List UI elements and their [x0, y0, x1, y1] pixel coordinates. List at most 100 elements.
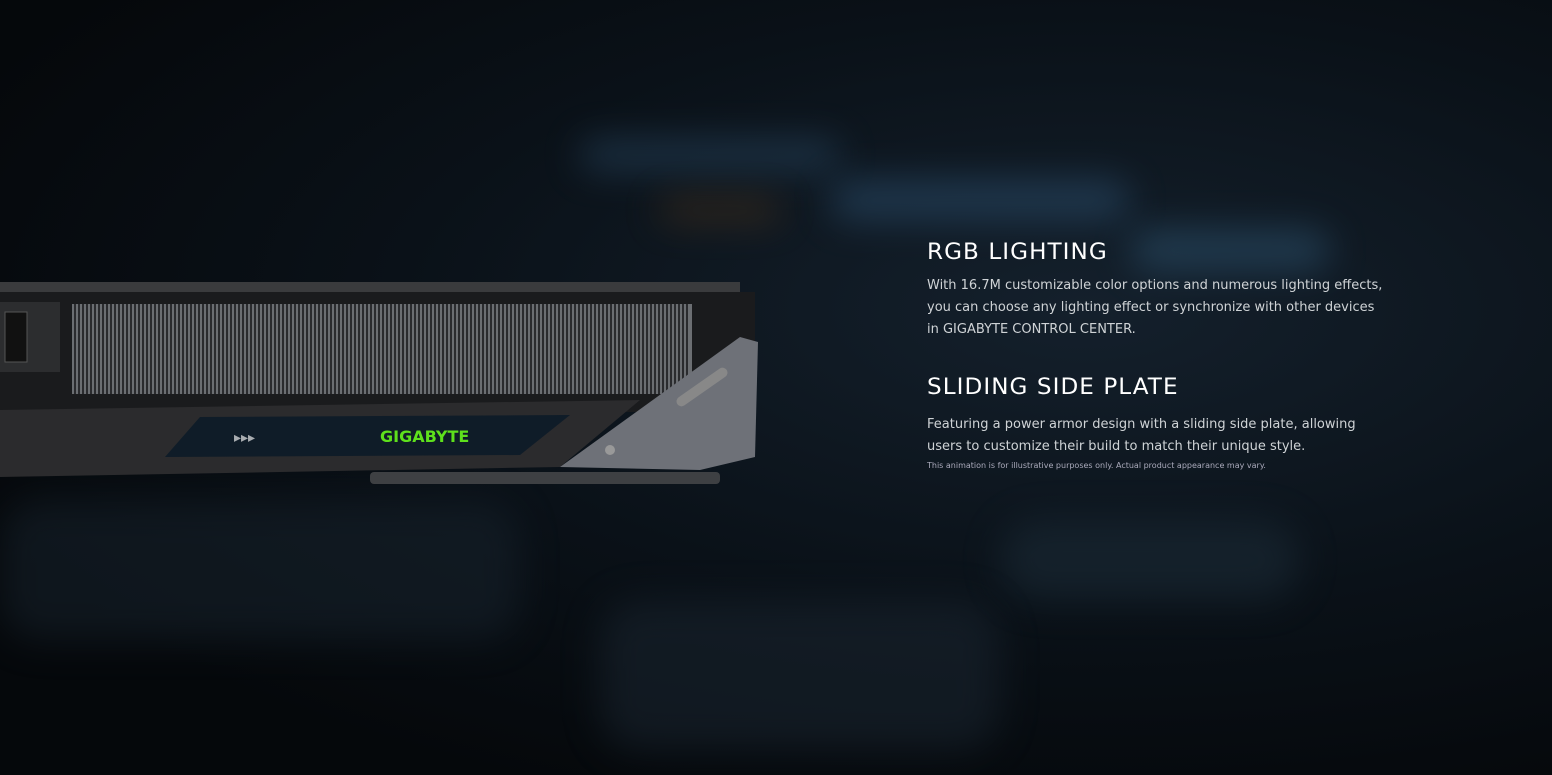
heatsink-fin — [478, 304, 480, 394]
heatsink-fin — [162, 304, 164, 394]
heatsink-fin — [462, 304, 464, 394]
heatsink-fin — [662, 304, 664, 394]
heatsink-fin — [202, 304, 204, 394]
heatsink-fin — [122, 304, 124, 394]
heatsink-fin — [386, 304, 388, 394]
heatsink-fin — [602, 304, 604, 394]
heatsink-fin — [278, 304, 280, 394]
heatsink-fin — [106, 304, 108, 394]
heatsink-fin — [642, 304, 644, 394]
heatsink-fin — [138, 304, 140, 394]
section-title-sliding-side-plate: SLIDING SIDE PLATE — [927, 375, 1179, 400]
gigabyte-led-logo: GIGABYTE — [380, 427, 469, 446]
heatsink-fin — [142, 304, 144, 394]
heatsink-fin — [266, 304, 268, 394]
heatsink-fin — [214, 304, 216, 394]
heatsink-fin — [254, 304, 256, 394]
heatsink-fin — [250, 304, 252, 394]
heatsink-fin — [594, 304, 596, 394]
heatsink-fin — [450, 304, 452, 394]
heatsink-fin — [110, 304, 112, 394]
arrow-icons: ▸▸▸ — [234, 430, 255, 446]
heatsink-fin — [338, 304, 340, 394]
heatsink-fin — [526, 304, 528, 394]
heatsink-fin — [318, 304, 320, 394]
heatsink-fin — [226, 304, 228, 394]
heatsink-fin — [198, 304, 200, 394]
heatsink-fin — [314, 304, 316, 394]
heatsink-fin — [310, 304, 312, 394]
heatsink-fin — [354, 304, 356, 394]
heatsink-fin — [298, 304, 300, 394]
heatsink-fin — [382, 304, 384, 394]
heatsink-fin — [114, 304, 116, 394]
heatsink-fin — [302, 304, 304, 394]
heatsink-fin — [498, 304, 500, 394]
heatsink-fin — [362, 304, 364, 394]
heatsink-fin — [402, 304, 404, 394]
heatsink-fin — [270, 304, 272, 394]
heatsink-fin — [518, 304, 520, 394]
heatsink-fin — [678, 304, 680, 394]
heatsink-fin — [578, 304, 580, 394]
heatsink-fin — [546, 304, 548, 394]
heatsink-fin — [598, 304, 600, 394]
heatsink-fin — [606, 304, 608, 394]
disclaimer: This animation is for illustrative purpo… — [927, 461, 1266, 470]
heatsink-fin — [458, 304, 460, 394]
heatsink-fin — [282, 304, 284, 394]
heatsink-fin — [342, 304, 344, 394]
heatsink-fin — [542, 304, 544, 394]
heatsink-fin — [430, 304, 432, 394]
heatsink-fin — [242, 304, 244, 394]
heatsink-fin — [514, 304, 516, 394]
heatsink-fin — [238, 304, 240, 394]
heatsink-fin — [638, 304, 640, 394]
heatsink-fin — [218, 304, 220, 394]
heatsink-fin — [490, 304, 492, 394]
heatsink-fin — [330, 304, 332, 394]
heatsink-fin — [150, 304, 152, 394]
heatsink-fin — [222, 304, 224, 394]
side-plate — [560, 337, 758, 470]
heatsink-fin — [262, 304, 264, 394]
heatsink-fin — [622, 304, 624, 394]
heatsink-fin — [634, 304, 636, 394]
heatsink-fin — [374, 304, 376, 394]
heatsink-fin — [530, 304, 532, 394]
heatsink-fin — [410, 304, 412, 394]
heatsink-fin — [166, 304, 168, 394]
feature-text: RGB LIGHTING With 16.7M customizable col… — [927, 240, 1387, 472]
heatsink-fin — [422, 304, 424, 394]
heatsink-fin — [326, 304, 328, 394]
heatsink-fin — [322, 304, 324, 394]
heatsink-fin — [574, 304, 576, 394]
heatsink-fin — [538, 304, 540, 394]
heatsink-fin — [258, 304, 260, 394]
heatsink-fin — [346, 304, 348, 394]
heatsink-fin — [550, 304, 552, 394]
heatsink-fin — [686, 304, 688, 394]
heatsink-fin — [366, 304, 368, 394]
heatsink-fin — [74, 304, 76, 394]
heatsink-fin — [474, 304, 476, 394]
heatsink-fin — [418, 304, 420, 394]
heatsink-fin — [210, 304, 212, 394]
heatsink-fin — [522, 304, 524, 394]
heatsink-fin — [682, 304, 684, 394]
heatsink-fin — [234, 304, 236, 394]
heatsink-fin — [486, 304, 488, 394]
heatsink-fin — [438, 304, 440, 394]
heatsink-fin — [670, 304, 672, 394]
heatsink-fin — [446, 304, 448, 394]
heatsink-fin — [178, 304, 180, 394]
heatsink-fin — [442, 304, 444, 394]
heatsink-fin — [494, 304, 496, 394]
heatsink-fin — [554, 304, 556, 394]
heatsink-fin — [118, 304, 120, 394]
heatsink-fin — [618, 304, 620, 394]
heatsink-fin — [130, 304, 132, 394]
heatsink-fin — [170, 304, 172, 394]
heatsink-fin — [370, 304, 372, 394]
heatsink-fin — [134, 304, 136, 394]
